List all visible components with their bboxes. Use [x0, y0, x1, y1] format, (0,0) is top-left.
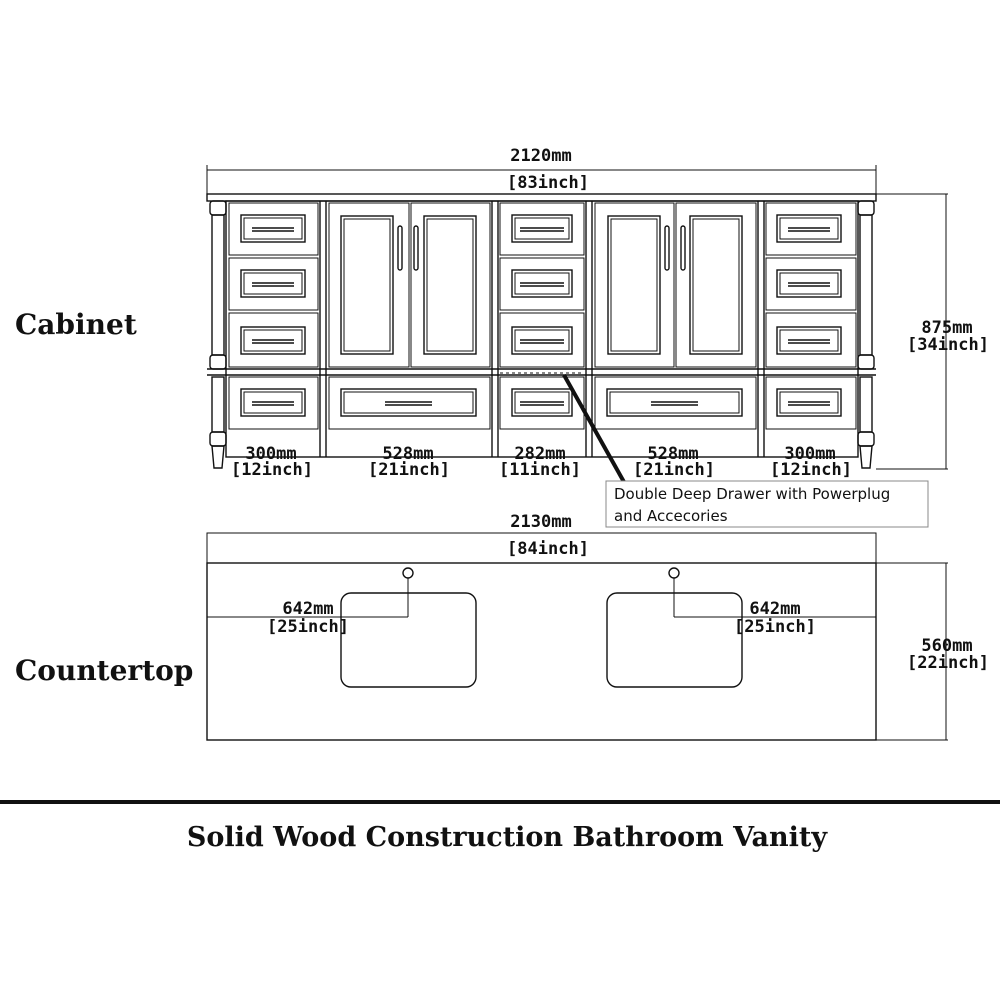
right-drawer-column: [765, 202, 857, 430]
section-5-in: [12inch]: [770, 460, 852, 480]
footer-title: Solid Wood Construction Bathroom Vanity: [187, 822, 829, 853]
countertop-plan: 642mm [25inch] 642mm [25inch]: [206, 562, 877, 741]
cabinet-height-dimension: 875mm [34inch]: [876, 193, 989, 470]
section-dimensions: 300mm [12inch] 528mm [21inch] 282mm [11i…: [231, 444, 852, 480]
left-double-doors: [328, 202, 491, 430]
left-faucet-hole: [402, 567, 414, 579]
cabinet-label: Cabinet: [15, 308, 137, 341]
cabinet-height-in: [34inch]: [907, 335, 989, 355]
right-sink-mm: 642mm: [749, 599, 800, 619]
countertop-label: Countertop: [15, 654, 193, 687]
callout-line-1: Double Deep Drawer with Powerplug: [614, 485, 890, 503]
section-1-in: [12inch]: [231, 460, 313, 480]
right-faucet-hole: [668, 567, 680, 579]
cabinet-width-dimension: 2120mm [83inch]: [206, 146, 877, 195]
section-2-in: [21inch]: [368, 460, 450, 480]
right-sink-in: [25inch]: [734, 617, 816, 637]
countertop-width-in: [84inch]: [507, 539, 589, 559]
section-2-mm: 528mm: [382, 444, 433, 464]
section-1-mm: 300mm: [245, 444, 296, 464]
center-drawer-column: [499, 202, 585, 430]
section-3-mm: 282mm: [514, 444, 565, 464]
countertop-depth-in: [22inch]: [907, 653, 989, 673]
left-sink-in: [25inch]: [267, 617, 349, 637]
section-4-mm: 528mm: [647, 444, 698, 464]
callout-line-2: and Accecories: [614, 507, 728, 525]
section-4-in: [21inch]: [633, 460, 715, 480]
countertop-width-mm: 2130mm: [510, 512, 571, 532]
cabinet-width-mm: 2120mm: [510, 146, 571, 166]
section-3-in: [11inch]: [499, 460, 581, 480]
section-5-mm: 300mm: [784, 444, 835, 464]
left-drawer-column: [228, 202, 319, 430]
right-double-doors: [594, 202, 757, 430]
countertop-depth-dimension: 560mm [22inch]: [876, 562, 989, 741]
cabinet-width-in: [83inch]: [507, 173, 589, 193]
countertop-depth-mm: 560mm: [921, 636, 972, 656]
left-leg: [209, 200, 227, 469]
drawer-callout: Double Deep Drawer with Powerplug and Ac…: [562, 374, 929, 528]
cabinet-body: [206, 193, 877, 469]
cabinet-height-mm: 875mm: [921, 318, 972, 338]
right-leg: [857, 200, 875, 469]
left-sink-mm: 642mm: [282, 599, 333, 619]
